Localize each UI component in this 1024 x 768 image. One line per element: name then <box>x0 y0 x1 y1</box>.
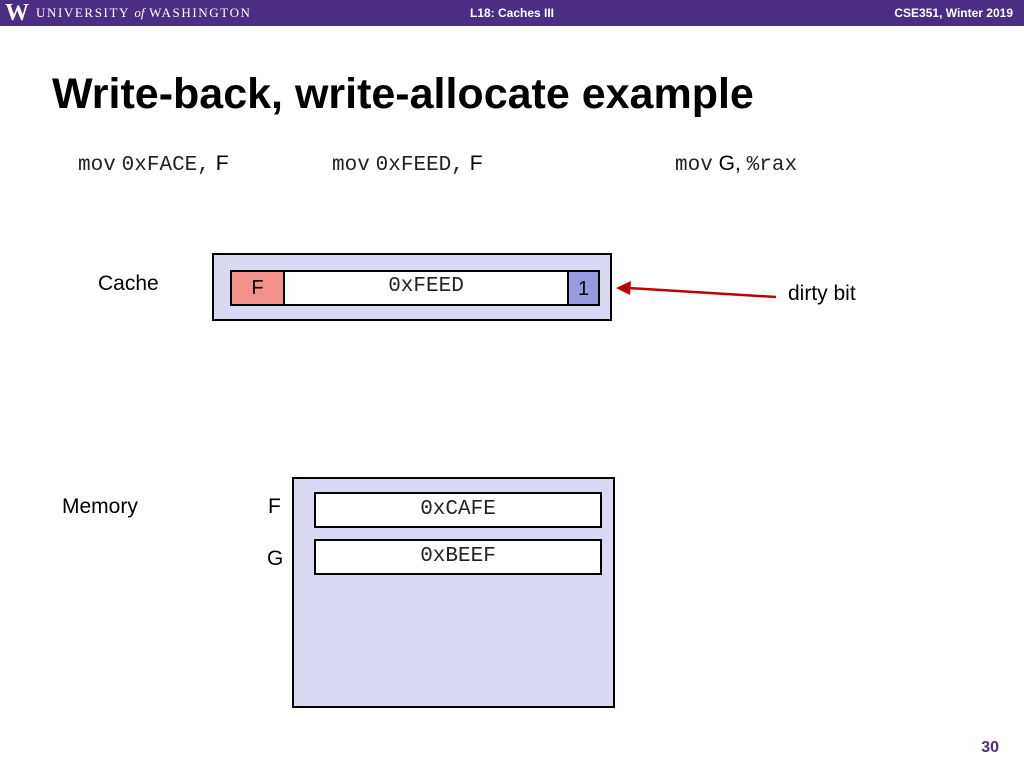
uw-logo-icon: W <box>5 0 29 26</box>
memory-addr-g: G <box>267 547 284 570</box>
memory-addr-f: F <box>268 495 281 518</box>
arrow-line <box>627 286 777 299</box>
instruction-1-op: mov <box>78 154 116 177</box>
instruction-3-dst: %rax <box>746 154 798 177</box>
instruction-1-src: 0xFACE, <box>121 154 210 177</box>
instruction-1-dst: F <box>215 152 229 175</box>
cache-label: Cache <box>98 272 159 295</box>
instruction-2: mov 0xFEED, F <box>332 150 483 180</box>
instruction-3: mov G, %rax <box>675 150 797 180</box>
instruction-3-src: G, <box>718 152 741 175</box>
cache-line: F 0xFEED 1 <box>230 270 600 306</box>
slide-title: Write-back, write-allocate example <box>52 70 754 118</box>
cache-tag-cell: F <box>232 272 285 304</box>
header-bar: W UNIVERSITY of WASHINGTON L18: Caches I… <box>0 0 1024 26</box>
instruction-2-src: 0xFEED, <box>375 154 464 177</box>
dirty-bit-label: dirty bit <box>788 282 856 305</box>
course-label: CSE351, Winter 2019 <box>894 6 1013 20</box>
lecture-title: L18: Caches III <box>469 6 555 20</box>
wordmark-university: UNIVERSITY <box>36 5 130 20</box>
memory-cell-f: 0xCAFE <box>314 492 602 528</box>
instruction-2-op: mov <box>332 154 370 177</box>
instruction-2-dst: F <box>469 152 483 175</box>
dirty-bit-cell: 1 <box>567 272 598 304</box>
wordmark-washington: WASHINGTON <box>149 5 252 20</box>
page-number: 30 <box>981 739 999 756</box>
university-wordmark: UNIVERSITY of WASHINGTON <box>36 5 252 21</box>
cache-data-cell: 0xFEED <box>388 275 464 298</box>
memory-cell-g: 0xBEEF <box>314 539 602 575</box>
wordmark-of: of <box>134 5 145 20</box>
arrowhead-icon <box>616 281 631 295</box>
instruction-3-op: mov <box>675 154 713 177</box>
instruction-1: mov 0xFACE, F <box>78 150 229 180</box>
memory-label: Memory <box>62 495 138 518</box>
